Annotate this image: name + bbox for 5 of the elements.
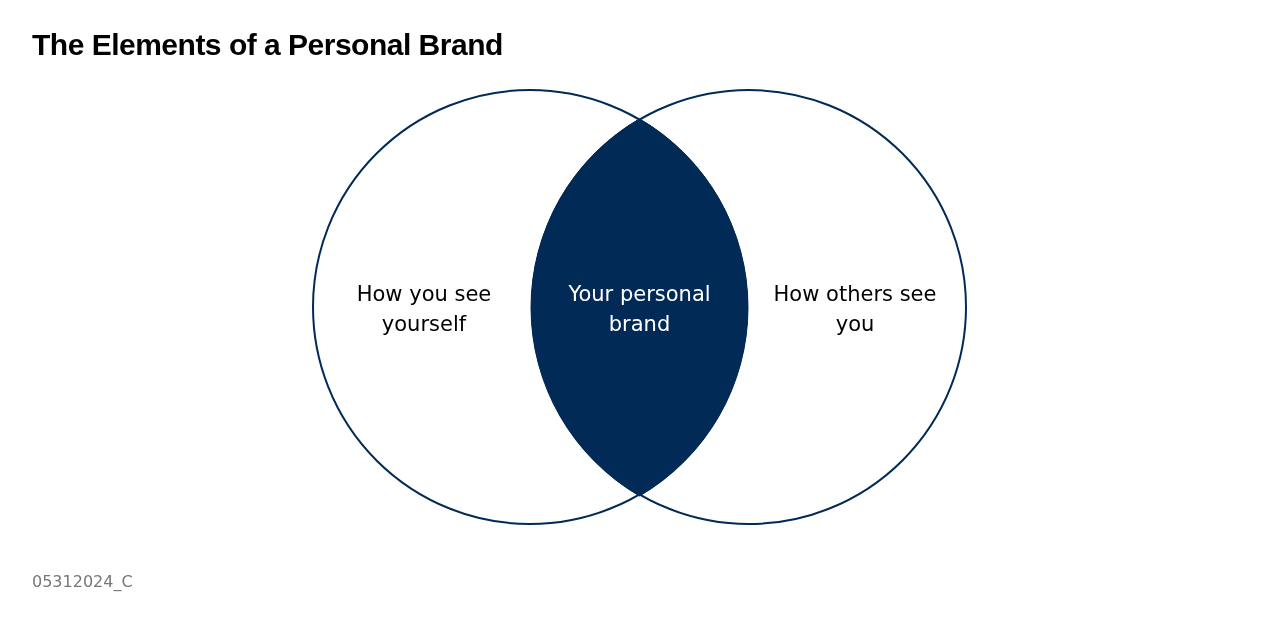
chart-code: 05312024_C <box>32 572 133 591</box>
circle-label: How you see yourself <box>355 281 493 338</box>
title: The Elements of a Personal Brand <box>32 28 503 62</box>
circle-label: How others see you <box>772 281 938 338</box>
overlap-label: Your personal brand <box>567 281 712 338</box>
